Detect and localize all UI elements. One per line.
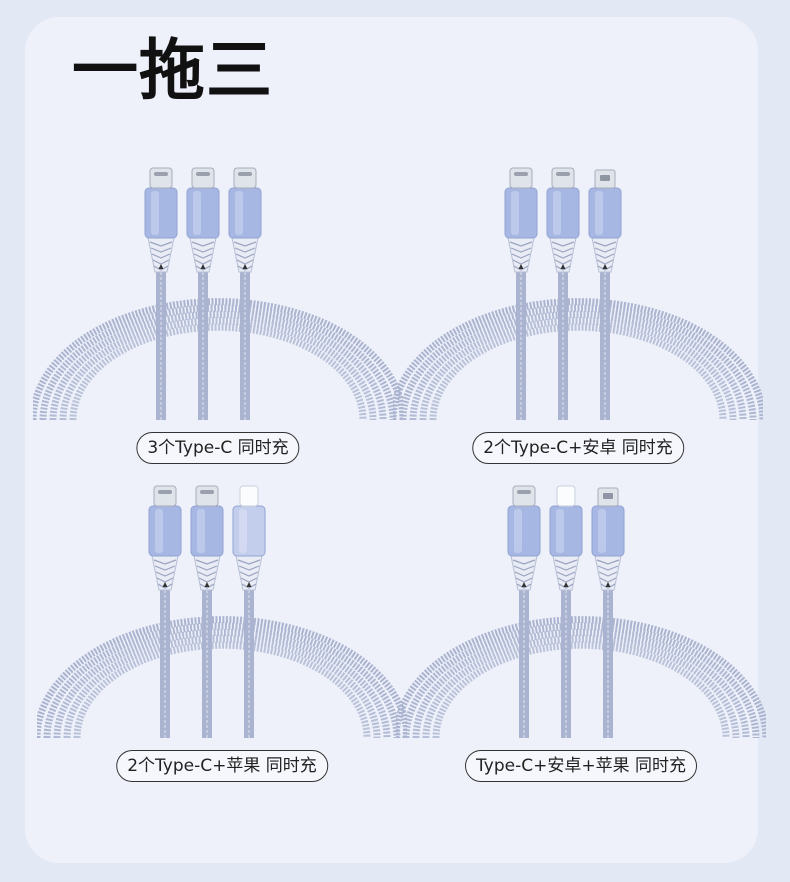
option-cell-1: 3个Type-C 同时充 [33, 160, 403, 470]
coiled-cable [33, 298, 403, 421]
cable-illustration-1 [33, 167, 403, 421]
usb-c-connector [190, 485, 224, 738]
option-label-4: Type-C+安卓+苹果 同时充 [465, 750, 697, 782]
lightning-connector [549, 485, 583, 738]
option-label-3: 2个Type-C+苹果 同时充 [116, 750, 328, 782]
coiled-cable [393, 298, 763, 421]
usb-c-connector [144, 167, 178, 420]
micro-usb-connector [588, 169, 622, 420]
usb-c-connector [186, 167, 220, 420]
cable-illustration-4 [396, 485, 766, 739]
cable-illustration-2 [393, 167, 763, 421]
usb-c-connector [504, 167, 538, 420]
cable-illustration-3 [37, 485, 407, 739]
page-title: 一拖三 [72, 32, 273, 109]
usb-c-connector [507, 485, 541, 738]
coiled-cable [37, 616, 407, 739]
usb-c-connector [228, 167, 262, 420]
usb-c-connector [546, 167, 580, 420]
coiled-cable [396, 616, 766, 739]
usb-c-connector [148, 485, 182, 738]
option-cell-4: Type-C+安卓+苹果 同时充 [396, 478, 766, 788]
micro-usb-connector [591, 487, 625, 738]
option-label-2: 2个Type-C+安卓 同时充 [472, 432, 684, 464]
option-cell-3: 2个Type-C+苹果 同时充 [37, 478, 407, 788]
lightning-connector [232, 485, 266, 738]
option-label-1: 3个Type-C 同时充 [136, 432, 300, 464]
option-cell-2: 2个Type-C+安卓 同时充 [393, 160, 763, 470]
